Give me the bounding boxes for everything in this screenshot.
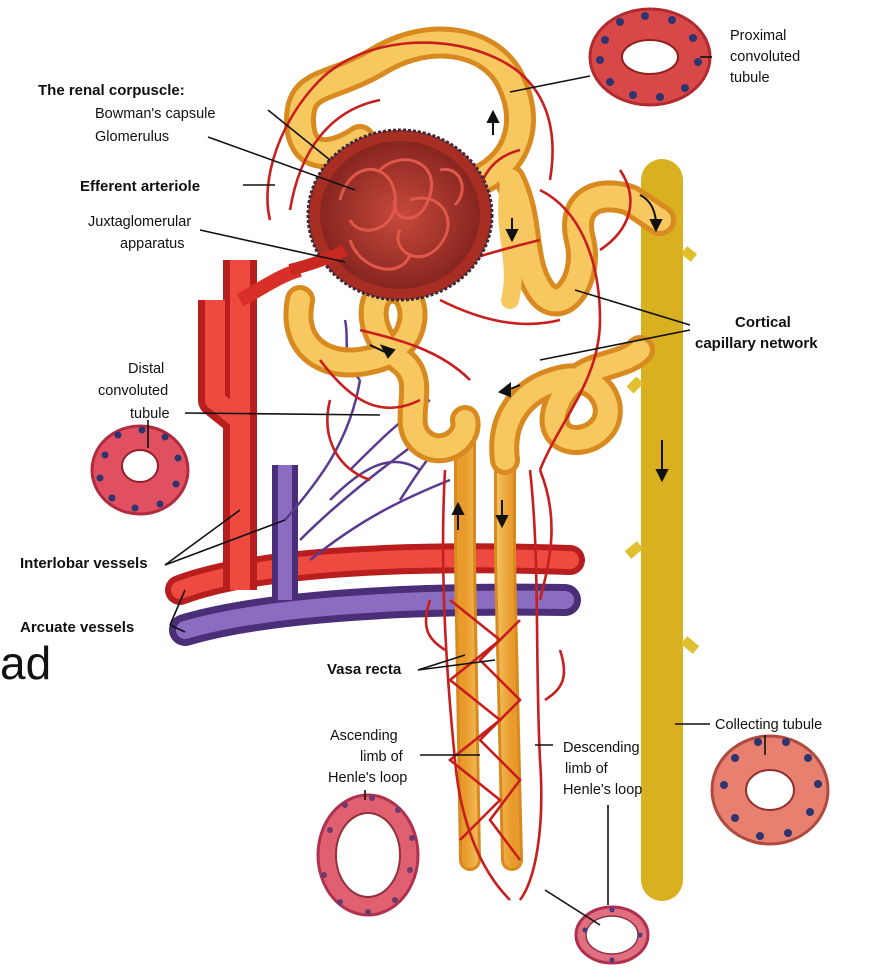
cropped-text-fragment: ad <box>0 640 51 686</box>
glomerulus-label: Glomerulus <box>95 129 169 145</box>
collecting-tubule-label: Collecting tubule <box>715 717 822 733</box>
henle-loop <box>465 420 512 860</box>
descending-limb-cross-section <box>576 907 648 963</box>
collecting-tubule-cross-section <box>712 736 828 844</box>
distal-label-line-3: tubule <box>130 406 170 422</box>
vasa-recta-label: Vasa recta <box>327 661 402 678</box>
juxtaglomerular-label-line-1: Juxtaglomerular <box>88 214 191 230</box>
descending-label-line-1: Descending <box>563 740 640 756</box>
interlobar-vessels-label: Interlobar vessels <box>20 555 148 572</box>
distal-tubule-cross-section <box>92 426 188 514</box>
proximal-label-line-3: tubule <box>730 70 770 86</box>
distal-label-line-2: convoluted <box>98 383 168 399</box>
arcuate-vessels-label: Arcuate vessels <box>20 619 134 636</box>
ascending-label-line-1: Ascending <box>330 728 398 744</box>
ascending-label-line-3: Henle's loop <box>328 770 407 786</box>
ascending-limb-cross-section <box>318 795 418 915</box>
descending-label-line-2: limb of <box>565 761 609 777</box>
juxtaglomerular-label-line-2: apparatus <box>120 236 185 252</box>
proximal-tubule-cross-section <box>590 9 710 105</box>
cortical-label-line-2: capillary network <box>695 335 818 352</box>
collecting-tubule <box>628 180 696 880</box>
renal-corpuscle-label: The renal corpuscle: <box>38 82 185 99</box>
proximal-label-line-2: convoluted <box>730 49 800 65</box>
descending-label-line-3: Henle's loop <box>563 782 642 798</box>
bowmans-capsule-label: Bowman's capsule <box>95 106 215 122</box>
distal-label-line-1: Distal <box>128 361 164 377</box>
efferent-arteriole-label: Efferent arteriole <box>80 178 200 195</box>
ascending-label-line-2: limb of <box>360 749 404 765</box>
proximal-label-line-1: Proximal <box>730 28 786 44</box>
cortical-label-line-1: Cortical <box>735 314 791 331</box>
